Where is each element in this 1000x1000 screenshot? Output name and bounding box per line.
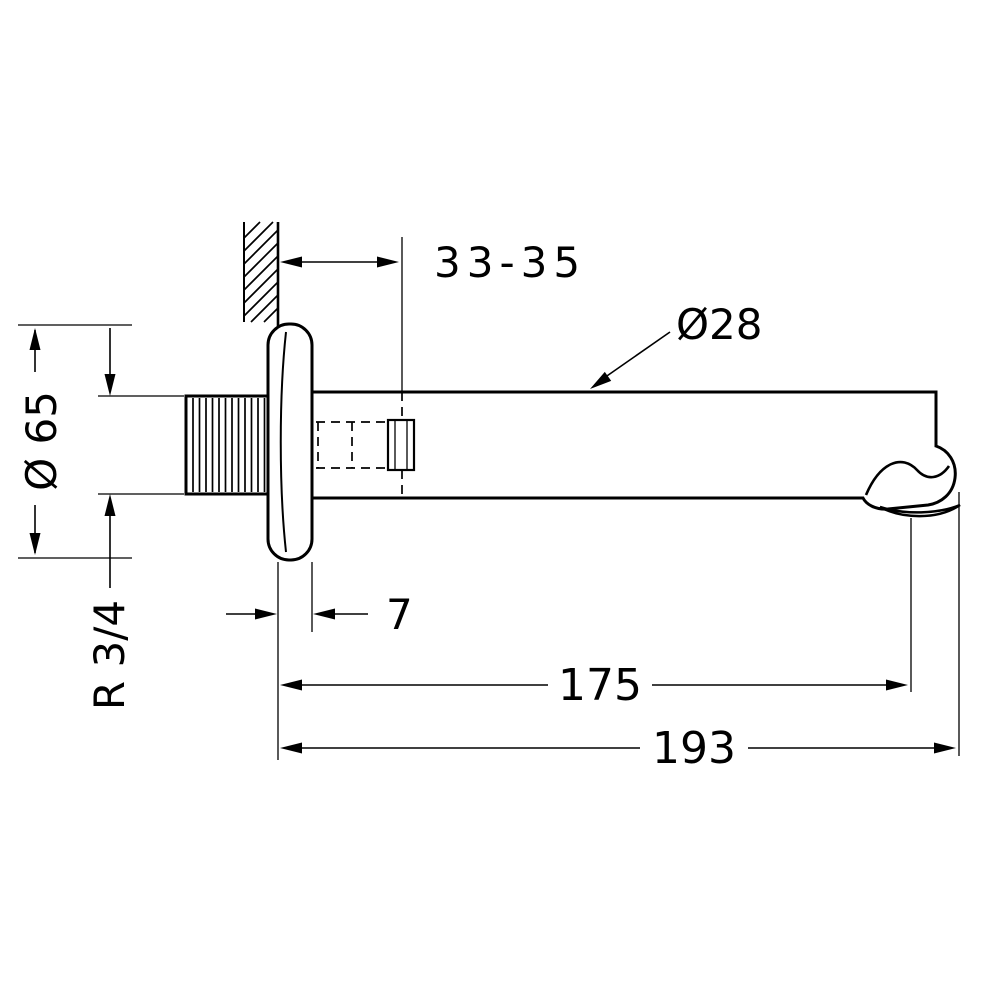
dim-depth-label: 33-35 (434, 238, 586, 287)
spout-outlet (879, 503, 961, 518)
spout-body (310, 390, 961, 518)
dim-length-to-outlet: 175 (280, 518, 912, 711)
supply-pipe-end (386, 418, 416, 472)
thread-nipple (184, 394, 274, 496)
arrow-right-icon (377, 256, 399, 268)
dim-spout-diameter: Ø28 (590, 300, 763, 389)
arrow-up-icon (29, 328, 41, 350)
dim-escutcheon-thickness-label: 7 (386, 590, 413, 639)
internal-connection-detail (316, 392, 416, 498)
arrow-right-icon (255, 608, 277, 620)
dim-total-length: 193 (280, 492, 960, 774)
dim-spout-diameter-label: Ø28 (676, 300, 763, 349)
escutcheon (266, 322, 314, 562)
arrow-up-icon (104, 494, 116, 516)
arrow-left-icon (313, 608, 335, 620)
arrow-down-icon (29, 533, 41, 555)
dim-total-length-label: 193 (652, 723, 736, 774)
arrow-left-icon (280, 256, 302, 268)
thread-hatch (192, 398, 266, 492)
arrow-down-icon (104, 374, 116, 396)
dim-escutcheon-thickness: 7 (226, 562, 413, 760)
arrow-left-icon (280, 679, 302, 691)
dim-escutcheon-diameter: Ø 65 (17, 324, 132, 559)
dim-thread: R 3/4 (85, 328, 184, 710)
arrow-leader-icon (590, 371, 612, 389)
dim-escutcheon-diameter-label: Ø 65 (17, 391, 66, 491)
dim-length-to-outlet-label: 175 (558, 660, 642, 711)
arrow-right-icon (886, 679, 908, 691)
arrow-left-icon (280, 742, 302, 754)
wall-hatch (243, 221, 279, 323)
arrow-right-icon (934, 742, 956, 754)
dim-thread-label: R 3/4 (85, 600, 134, 710)
spout-tip-wave (864, 460, 951, 496)
dim-depth-range: 33-35 (280, 237, 586, 392)
